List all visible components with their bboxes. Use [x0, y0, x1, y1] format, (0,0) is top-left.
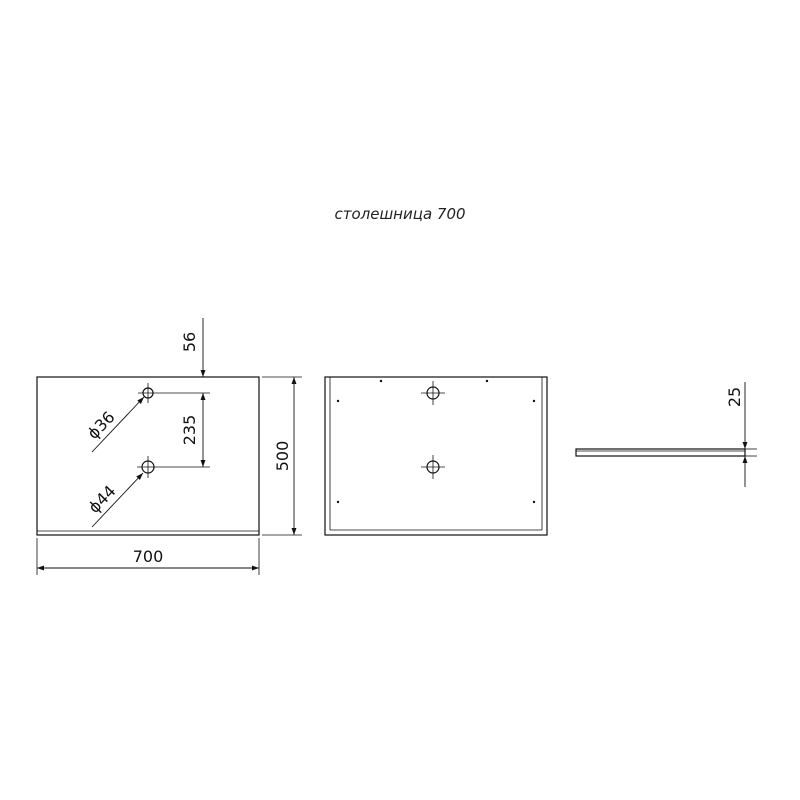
countertop-outline [36, 376, 260, 536]
dim-25-label: 25 [725, 387, 744, 407]
side-view-profile [575, 448, 746, 457]
mounting-points [336, 379, 536, 504]
hole-top [138, 383, 158, 403]
front-view [36, 318, 302, 575]
dim-56-label: 56 [180, 332, 199, 352]
dim-235-label: 235 [180, 415, 199, 446]
dim-700-label: 700 [133, 547, 164, 566]
hole-bottom [137, 456, 159, 478]
leader-44 [91, 472, 144, 528]
bottom-view [324, 376, 548, 536]
dim-500-label: 500 [273, 441, 292, 472]
bottom-view-hole-bottom [421, 455, 445, 479]
hole-bottom-diameter-label: ϕ44 [84, 481, 119, 516]
side-view [575, 382, 757, 487]
bottom-view-hole-top [421, 381, 445, 405]
leader-36 [91, 396, 145, 453]
drawing-title: столешница 700 [334, 205, 466, 223]
hole-top-diameter-label: ϕ36 [83, 407, 118, 442]
bottom-view-outline [324, 376, 548, 536]
